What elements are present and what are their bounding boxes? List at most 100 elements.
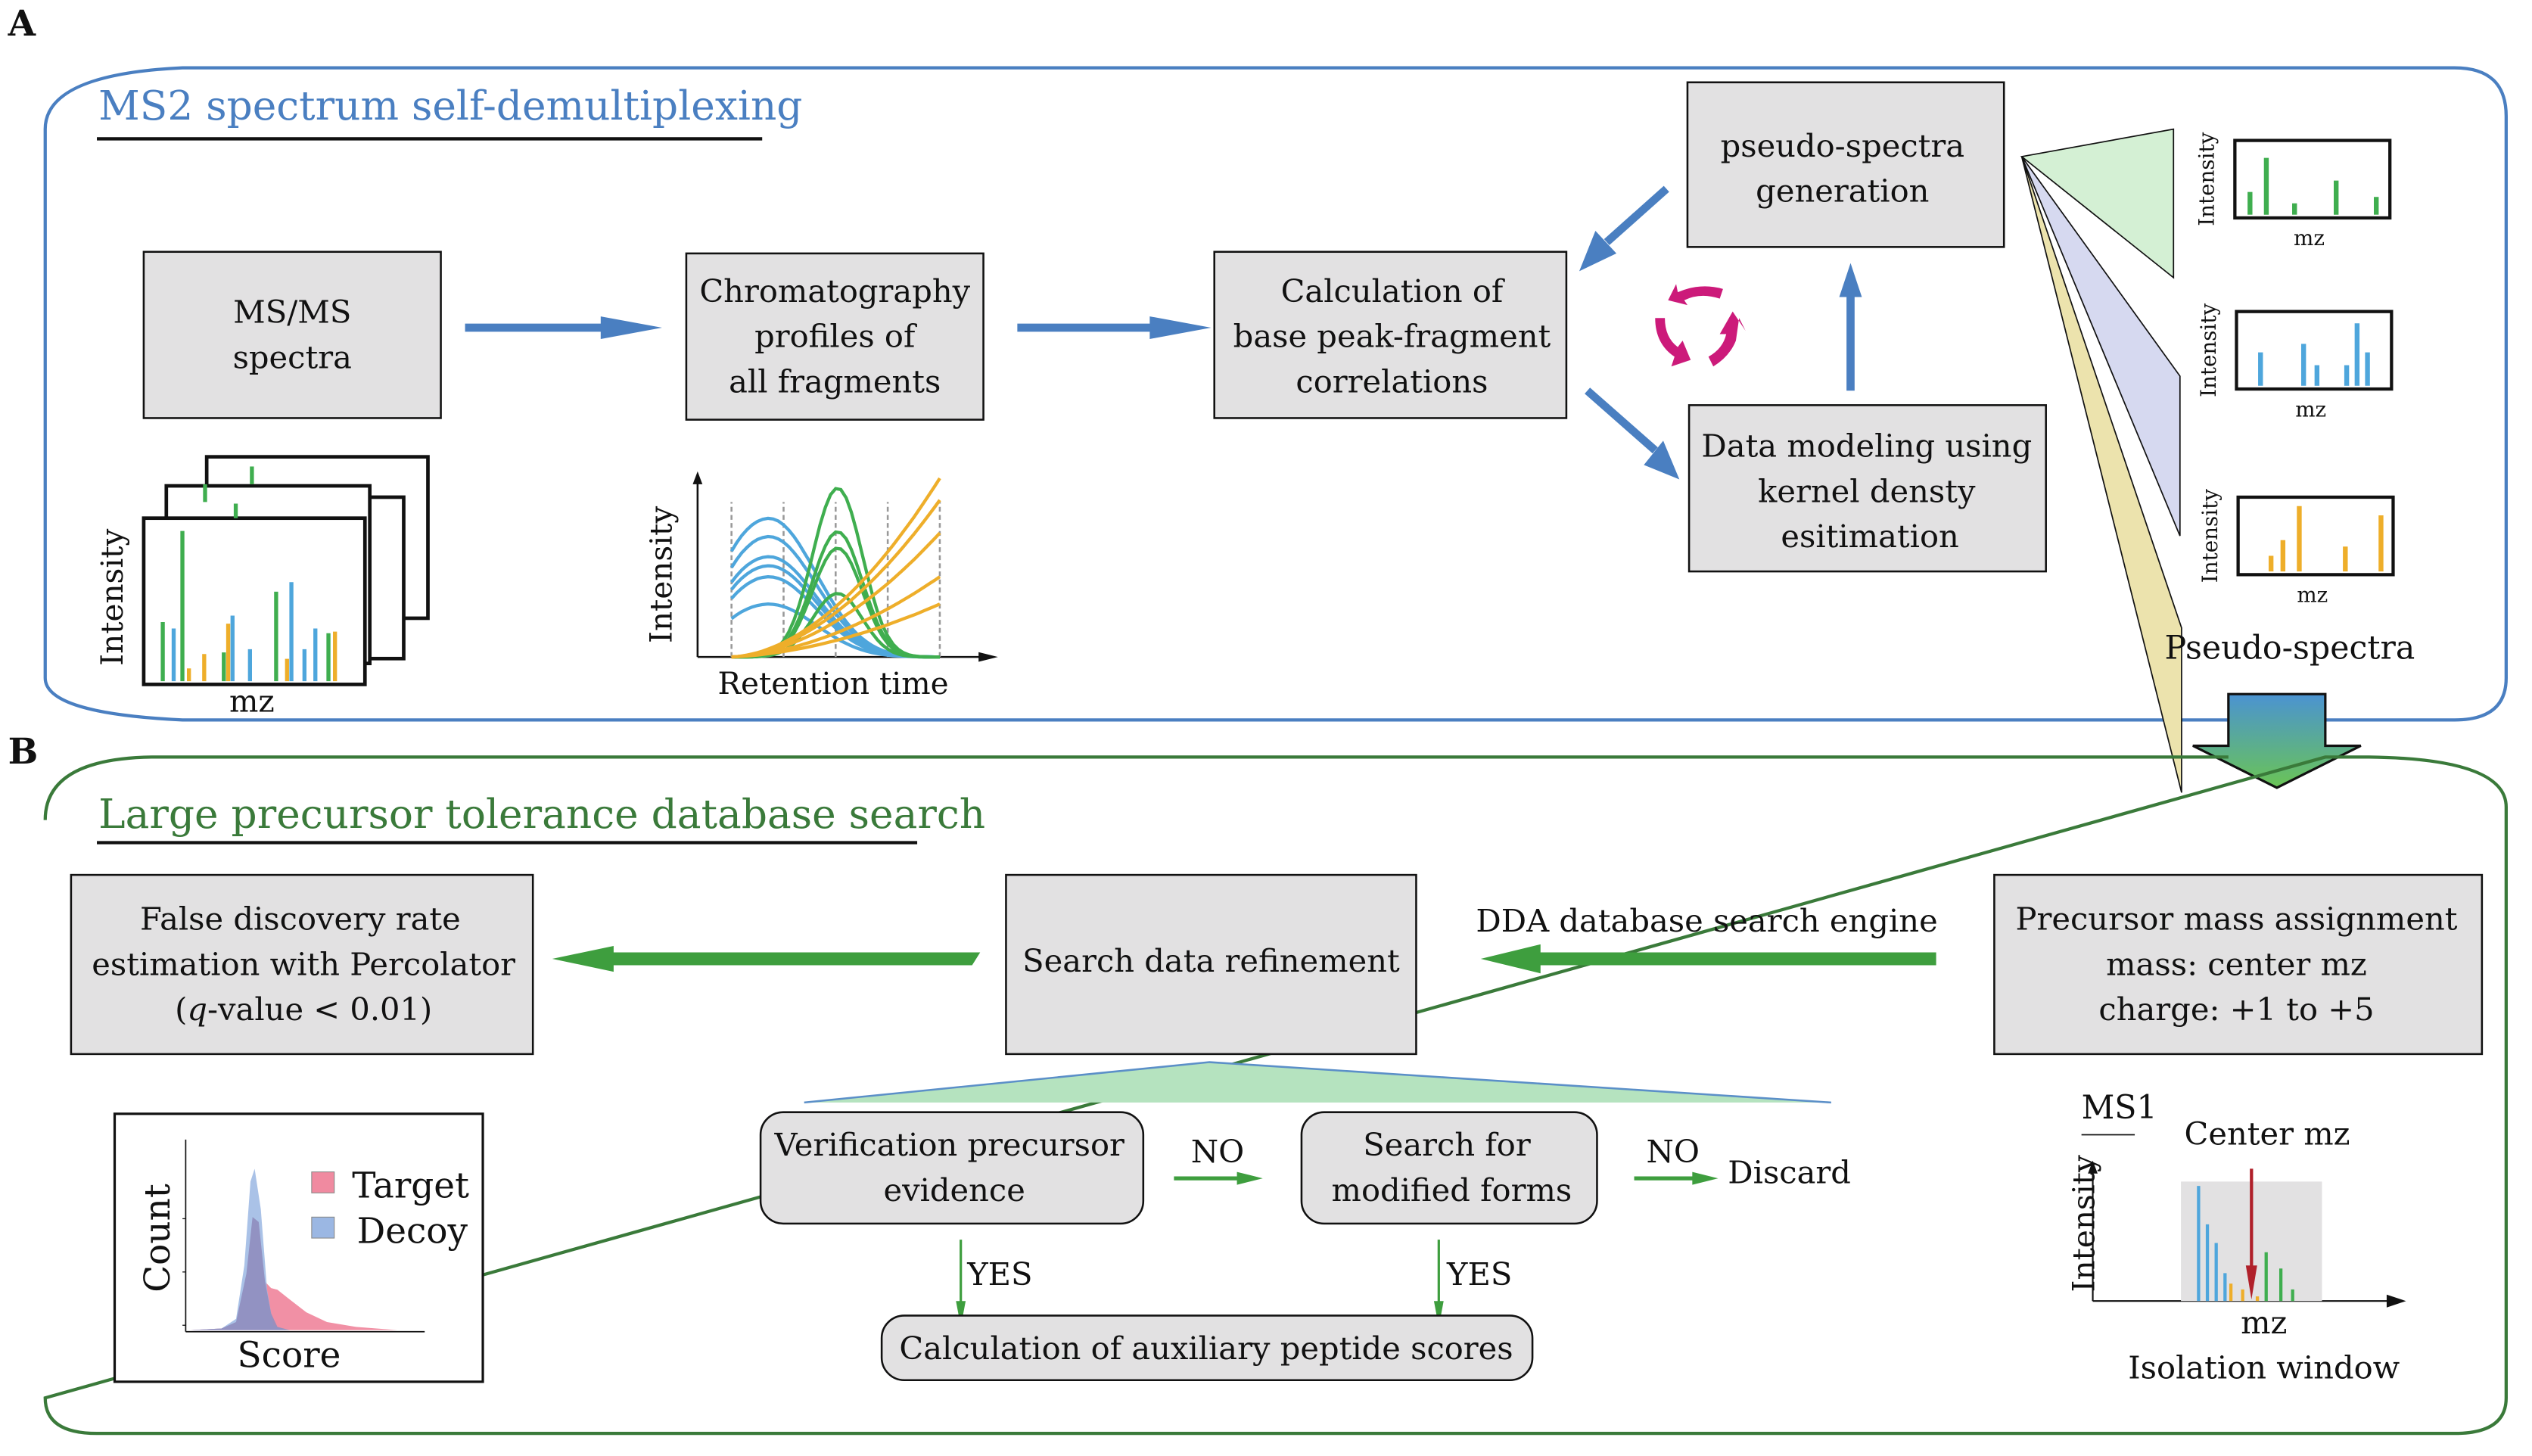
correlation-box[interactable]: Calculation of base peak-fragment correl… bbox=[1213, 250, 1568, 419]
search-modified-forms-box[interactable]: Search for modified forms bbox=[1300, 1111, 1598, 1225]
panel-a-letter: A bbox=[8, 3, 36, 45]
ms1-x-arrowhead bbox=[2386, 1294, 2406, 1308]
arrow-corr-to-kde bbox=[1585, 387, 1680, 480]
pseudo-spectrum-xlabel-2: mz bbox=[2295, 397, 2326, 422]
ms1-y-arrowhead bbox=[2088, 1160, 2098, 1174]
search-data-refinement-box[interactable]: Search data refinement bbox=[1005, 873, 1417, 1056]
fdr-paren-open: ( bbox=[175, 991, 187, 1028]
fdr-q-italic: q bbox=[187, 991, 207, 1028]
precursor-line-1: Precursor mass assignment bbox=[2016, 901, 2458, 938]
msms-stacked-spectra: Intensity mz bbox=[94, 455, 430, 720]
auxiliary-scores-box[interactable]: Calculation of auxiliary peptide scores bbox=[880, 1314, 1534, 1382]
precursor-line-2: mass: center mz bbox=[2106, 945, 2367, 982]
legend-label-target: Target bbox=[352, 1165, 469, 1207]
center-mz-label: Center mz bbox=[2184, 1115, 2350, 1152]
fan-green bbox=[2020, 128, 2175, 279]
arrow-kde-to-pseudo bbox=[1839, 263, 1862, 391]
chrom-y-arrowhead bbox=[692, 471, 703, 484]
pseudo-spectrum-ylabel-3: Intensity bbox=[2198, 489, 2222, 583]
msms-box-line-2: spectra bbox=[233, 338, 352, 375]
pseudo-spectrum-xlabel-3: mz bbox=[2297, 583, 2328, 608]
verification-line-2: evidence bbox=[883, 1171, 1025, 1209]
panel-b-title: Large precursor tolerance database searc… bbox=[98, 790, 985, 838]
yes-label-2: YES bbox=[1446, 1255, 1512, 1293]
ms1-title: MS1 bbox=[2082, 1089, 2157, 1127]
panel-a-frame bbox=[43, 66, 2508, 722]
pseudo-gen-line-2: generation bbox=[1756, 173, 1929, 210]
cycle-icon bbox=[1655, 284, 1746, 367]
score-plot-frame bbox=[113, 1112, 484, 1383]
msms-ylabel: Intensity bbox=[94, 528, 130, 665]
arrow-chrom-to-corr bbox=[1017, 316, 1212, 339]
chromatography-plot: Intensity Retention time bbox=[643, 471, 998, 702]
fdr-line-1: False discovery rate bbox=[140, 901, 461, 938]
arrow-precursor-to-refinement bbox=[1480, 944, 1936, 974]
panel-a-title: MS2 spectrum self-demultiplexing bbox=[98, 82, 802, 129]
arrow-yes-verification bbox=[956, 1240, 966, 1327]
fan-yellow bbox=[2020, 156, 2182, 793]
fan-blue bbox=[2020, 156, 2181, 537]
area-decoy bbox=[190, 1168, 397, 1330]
verification-precursor-box[interactable]: Verification precursor evidence bbox=[759, 1111, 1145, 1225]
isolation-window-caption: Isolation window bbox=[2128, 1349, 2400, 1386]
kde-line-3: esitimation bbox=[1781, 518, 1958, 555]
chrom-box-line-2: profiles of bbox=[754, 318, 917, 355]
pseudo-spectra-caption: Pseudo-spectra bbox=[2164, 629, 2415, 667]
fdr-estimation-box[interactable]: False discovery rate estimation with Per… bbox=[70, 873, 534, 1056]
ms1-xlabel: mz bbox=[2241, 1304, 2287, 1341]
pseudo-spectrum-frame-3 bbox=[2236, 495, 2395, 577]
chrom-box-line-3: all fragments bbox=[729, 362, 941, 400]
chrom-ylabel: Intensity bbox=[643, 506, 680, 643]
msms-box-line-1: MS/MS bbox=[233, 294, 351, 331]
panel-b-frame bbox=[43, 755, 2508, 1436]
msms-spectra-box[interactable]: MS/MS spectra bbox=[142, 250, 442, 419]
center-mz-arrowhead bbox=[2245, 1265, 2257, 1300]
panel-b-letter: B bbox=[8, 731, 39, 773]
kernel-density-box[interactable]: Data modeling using kernel densty esitim… bbox=[1687, 404, 2047, 573]
corr-box-line-2: base peak-fragment bbox=[1233, 318, 1551, 355]
legend-swatch-decoy bbox=[311, 1216, 335, 1239]
refinement-label: Search data refinement bbox=[1022, 942, 1400, 979]
chrom-box-line-1: Chromatography bbox=[699, 272, 970, 310]
pseudo-spectrum-ylabel-1: Intensity bbox=[2195, 132, 2219, 226]
msms-xlabel: mz bbox=[229, 683, 275, 720]
legend-swatch-target bbox=[311, 1171, 335, 1193]
no-label-1: NO bbox=[1191, 1133, 1245, 1170]
chromatography-box[interactable]: Chromatography profiles of all fragments bbox=[685, 252, 984, 421]
score-ylabel: Count bbox=[137, 1184, 179, 1293]
auxiliary-label: Calculation of auxiliary peptide scores bbox=[899, 1330, 1513, 1367]
no-label-2: NO bbox=[1646, 1133, 1700, 1170]
pseudo-spectrum-frame-1 bbox=[2233, 138, 2392, 220]
ms1-isolation-plot: MS1 Center mz Intensity mz Isolation win… bbox=[2066, 1089, 2406, 1386]
fdr-line-3: (q-value < 0.01) bbox=[175, 991, 432, 1028]
kde-line-1: Data modeling using bbox=[1701, 428, 2032, 465]
corr-box-line-3: correlations bbox=[1296, 362, 1488, 400]
precursor-line-3: charge: +1 to +5 bbox=[2098, 991, 2374, 1028]
verification-line-1: Verification precursor bbox=[774, 1126, 1124, 1163]
panel-transition-arrow bbox=[2192, 692, 2362, 789]
corr-box-line-1: Calculation of bbox=[1281, 272, 1505, 310]
modified-line-1: Search for bbox=[1363, 1126, 1531, 1163]
area-overlap bbox=[190, 1217, 397, 1330]
pseudo-gen-line-1: pseudo-spectra bbox=[1721, 127, 1964, 164]
precursor-mass-assignment-box[interactable]: Precursor mass assignment mass: center m… bbox=[1993, 873, 2484, 1056]
refinement-expansion-triangle bbox=[804, 1062, 1831, 1103]
dda-engine-label: DDA database search engine bbox=[1476, 902, 1937, 939]
pseudo-spectra-generation-box[interactable]: pseudo-spectra generation bbox=[1686, 81, 2005, 248]
chrom-line-green-4 bbox=[731, 592, 940, 659]
chrom-x-arrowhead bbox=[978, 652, 998, 662]
discard-label: Discard bbox=[1728, 1154, 1851, 1191]
fdr-line-2: estimation with Percolator bbox=[92, 945, 515, 982]
pseudo-spectrum-plot-3: Intensity mz bbox=[2198, 489, 2395, 608]
legend-label-decoy: Decoy bbox=[357, 1210, 468, 1252]
refinement-triangle-edge bbox=[804, 1061, 1831, 1104]
yes-label-1: YES bbox=[966, 1255, 1032, 1293]
kde-line-2: kernel densty bbox=[1758, 472, 1976, 509]
target-decoy-plot: Target Decoy Count Score bbox=[113, 1112, 484, 1383]
chrom-line-orange-5 bbox=[731, 602, 941, 659]
pseudo-spectra-fan bbox=[2020, 128, 2182, 793]
spectrum-frame-1 bbox=[142, 516, 367, 686]
